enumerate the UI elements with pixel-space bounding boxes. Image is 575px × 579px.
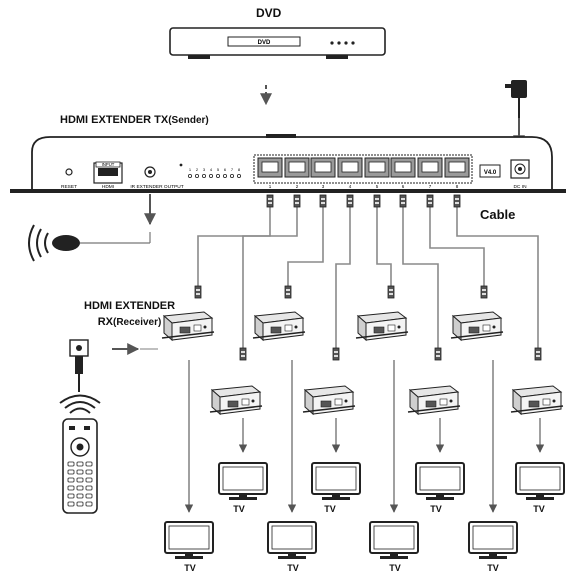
link-led-icon bbox=[236, 173, 241, 178]
reset-button-icon bbox=[65, 168, 73, 176]
power-led-icon bbox=[179, 163, 183, 167]
rj45-port-icon: 1 bbox=[257, 157, 283, 189]
rx-receiver-device bbox=[209, 385, 263, 416]
tv-icon bbox=[218, 462, 268, 500]
rj45-port-icon: 7 bbox=[417, 157, 443, 189]
rj45-port-icon: 5 bbox=[364, 157, 390, 189]
link-led-icon bbox=[222, 173, 227, 178]
led-number-label: 2 bbox=[196, 167, 199, 172]
led-number-label: 3 bbox=[203, 167, 206, 172]
ir-receiver-icon bbox=[69, 339, 158, 392]
link-led-icon bbox=[208, 173, 213, 178]
link-led-icon bbox=[201, 173, 206, 178]
rx-receiver-device bbox=[161, 311, 215, 342]
ethernet-cable bbox=[399, 194, 442, 361]
led-number-label: 4 bbox=[210, 167, 213, 172]
link-led-icon bbox=[194, 173, 199, 178]
port-number-label: 7 bbox=[429, 184, 432, 189]
tv-icon bbox=[164, 521, 214, 559]
tx-title-sub: (Sender) bbox=[168, 115, 209, 126]
rj45-port-icon: 4 bbox=[337, 157, 363, 189]
reset-label: RESET bbox=[61, 184, 77, 190]
receiver-group bbox=[161, 311, 564, 416]
tv-icon bbox=[311, 462, 361, 500]
tx-title-main: HDMI EXTENDER TX bbox=[60, 114, 169, 126]
cable-group bbox=[194, 194, 542, 361]
rx-receiver-device bbox=[302, 385, 356, 416]
dvd-label: DVD bbox=[256, 6, 282, 20]
rj45-port-icon: 6 bbox=[390, 157, 416, 189]
ir-output-label: IR EXTENDER OUTPUT bbox=[130, 184, 183, 190]
port-number-label: 3 bbox=[322, 184, 325, 189]
rj45-port-icon: 8 bbox=[444, 157, 470, 189]
ir-blaster-icon bbox=[28, 194, 156, 262]
rx-title-line2: RX bbox=[97, 316, 113, 328]
rx-title: HDMI EXTENDER RX(Receiver) bbox=[84, 298, 175, 331]
link-led-icon bbox=[187, 173, 192, 178]
tv-icon bbox=[515, 462, 565, 500]
tv-icon bbox=[468, 521, 518, 559]
tv-icon bbox=[369, 521, 419, 559]
port-number-label: 2 bbox=[296, 184, 299, 189]
rj45-port-group: 1 2 3 4 5 6 7 8 bbox=[253, 154, 473, 189]
tv-label: TV bbox=[430, 504, 442, 514]
link-led-icon bbox=[215, 173, 220, 178]
rj45-port-icon: 3 bbox=[310, 157, 336, 189]
tv-label: TV bbox=[233, 504, 245, 514]
remote-control-icon bbox=[59, 394, 101, 514]
port-number-label: 8 bbox=[456, 184, 459, 189]
ethernet-cable bbox=[194, 194, 274, 299]
dvd-player-icon: DVD bbox=[169, 27, 386, 59]
link-led-icon bbox=[229, 173, 234, 178]
tv-label: TV bbox=[324, 504, 336, 514]
rx-receiver-device bbox=[407, 385, 461, 416]
ethernet-cable bbox=[239, 194, 301, 361]
port-number-label: 1 bbox=[269, 184, 272, 189]
tv-label: TV bbox=[287, 563, 299, 573]
led-number-label: 8 bbox=[238, 167, 241, 172]
tv-label: TV bbox=[533, 504, 545, 514]
tx-title: HDMI EXTENDER TX(Sender) bbox=[60, 114, 209, 126]
version-badge: V4.0 bbox=[484, 170, 497, 176]
rx-receiver-device bbox=[252, 311, 306, 342]
port-number-label: 4 bbox=[349, 184, 352, 189]
rx-receiver-device bbox=[510, 385, 564, 416]
rx-receiver-device bbox=[450, 311, 504, 342]
led-number-label: 1 bbox=[189, 167, 192, 172]
cable-label: Cable bbox=[480, 207, 516, 222]
led-number-label: 5 bbox=[217, 167, 220, 172]
tv-label: TV bbox=[184, 563, 196, 573]
rj45-port-icon: 2 bbox=[284, 157, 310, 189]
ethernet-cable bbox=[453, 194, 542, 361]
rx-title-line1: HDMI EXTENDER bbox=[84, 300, 176, 312]
port-number-label: 6 bbox=[402, 184, 405, 189]
ethernet-cable bbox=[373, 194, 395, 299]
ethernet-cable bbox=[332, 194, 354, 361]
ethernet-cable bbox=[426, 194, 488, 299]
tv-label: TV bbox=[389, 563, 401, 573]
tv-icon bbox=[267, 521, 317, 559]
tv-icon bbox=[415, 462, 465, 500]
led-number-label: 7 bbox=[231, 167, 234, 172]
hdmi-label: HDMI bbox=[102, 184, 114, 190]
input-label: INPUT bbox=[102, 162, 115, 167]
tv-group bbox=[164, 360, 565, 559]
tv-label: TV bbox=[487, 563, 499, 573]
rx-receiver-device bbox=[355, 311, 409, 342]
rx-title-sub: (Receiver) bbox=[112, 317, 162, 328]
dvd-panel-label: DVD bbox=[258, 40, 271, 46]
led-number-label: 6 bbox=[224, 167, 227, 172]
port-number-label: 5 bbox=[376, 184, 379, 189]
ethernet-cable bbox=[284, 194, 327, 299]
dc-in-label: DC IN bbox=[513, 184, 527, 190]
